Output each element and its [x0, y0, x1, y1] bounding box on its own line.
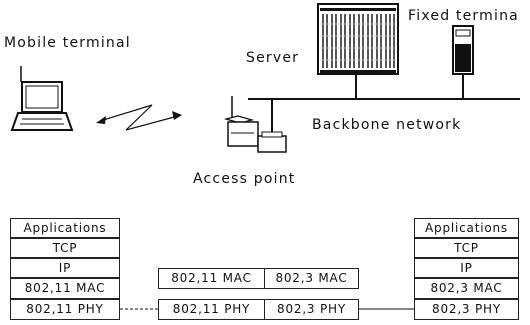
stack-layer-tcp: TCP	[414, 238, 519, 258]
backbone-network-label: Backbone network	[312, 117, 462, 133]
fixed-terminal-icon	[452, 25, 474, 75]
stack-layer-mac: 802,3 MAC	[414, 278, 519, 299]
stack-layer-mac: 802,11 MAC	[158, 268, 265, 289]
mobile-terminal-label: Mobile terminal	[4, 35, 131, 51]
server-label: Server	[246, 50, 300, 66]
access-point-label: Access point	[193, 171, 296, 187]
backbone-line	[248, 74, 520, 136]
wireless-link-icon	[96, 104, 182, 131]
stack-layer-ip: IP	[10, 258, 120, 278]
stack-layer-mac: 802,3 MAC	[264, 268, 359, 289]
access-point-icon	[223, 96, 287, 153]
stack-layer-phy: 802,11 PHY	[158, 299, 265, 320]
stack-layer-applications: Applications	[414, 218, 519, 238]
server-icon	[317, 3, 399, 75]
stack-layer-phy: 802,3 PHY	[414, 299, 519, 320]
stack-layer-applications: Applications	[10, 218, 120, 238]
stack-layer-mac: 802,11 MAC	[10, 278, 120, 299]
stack-layer-tcp: TCP	[10, 238, 120, 258]
stack-layer-ip: IP	[414, 258, 519, 278]
stack-layer-phy: 802,3 PHY	[264, 299, 359, 320]
fixed-terminal-label: Fixed termina	[408, 8, 519, 24]
laptop-icon	[10, 66, 74, 131]
stack-layer-phy: 802,11 PHY	[10, 299, 120, 320]
